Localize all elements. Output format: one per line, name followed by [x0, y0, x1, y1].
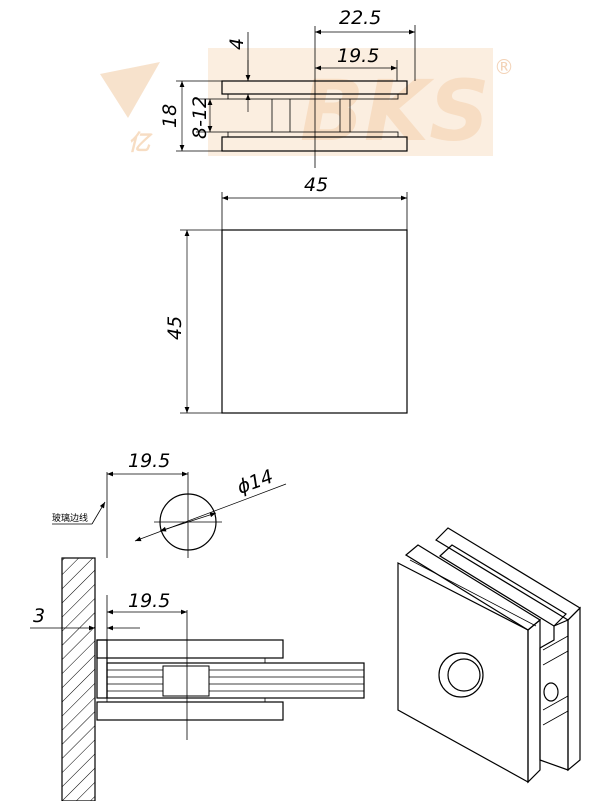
- top-gasket: [227, 93, 399, 100]
- glass-edge-label: 玻璃边线: [52, 512, 88, 524]
- iso-side-hole: [543, 682, 559, 702]
- dim-label-19-5-hole: 19.5: [128, 450, 170, 472]
- dim-label-19-5-section: 19.5: [128, 590, 170, 612]
- glass-panel: [106, 662, 365, 699]
- front-plate: [221, 229, 408, 414]
- dim-label-3: 3: [33, 605, 45, 627]
- dim-label-45-height: 45: [164, 316, 186, 340]
- iso-screw-hole-inner: [447, 658, 481, 692]
- dim-label-8-12: 8-12: [189, 96, 211, 139]
- hole-detail: 19.5 ϕ14 玻璃边线: [52, 450, 287, 558]
- iso-front-plate-face: [397, 562, 529, 784]
- wall-hatch: [61, 557, 96, 801]
- bottom-gasket: [227, 131, 399, 138]
- dim-label-phi14: ϕ14: [234, 465, 276, 498]
- front-view: 45 45: [164, 174, 408, 414]
- watermark-chinese: 亿: [128, 131, 153, 156]
- top-view: 22.5 19.5 4 18 8-12: [159, 7, 416, 168]
- iso-screw-hole-outer: [438, 652, 484, 698]
- section-top-plate: [96, 639, 284, 659]
- watermark-registered: ®: [494, 55, 514, 79]
- dim-label-45-width: 45: [304, 174, 328, 196]
- dim-label-19-5-top: 19.5: [337, 45, 379, 67]
- dim-label-22-5: 22.5: [339, 7, 381, 29]
- watermark-brand: BKS: [300, 62, 490, 160]
- isometric-view: [397, 527, 581, 784]
- dim-label-18: 18: [159, 104, 181, 128]
- section-view: 19.5 3: [30, 557, 365, 801]
- section-back-flange: [96, 639, 108, 699]
- section-bottom-plate: [96, 701, 284, 721]
- iso-back-plate-top: [435, 527, 581, 621]
- dim-label-4: 4: [226, 38, 248, 50]
